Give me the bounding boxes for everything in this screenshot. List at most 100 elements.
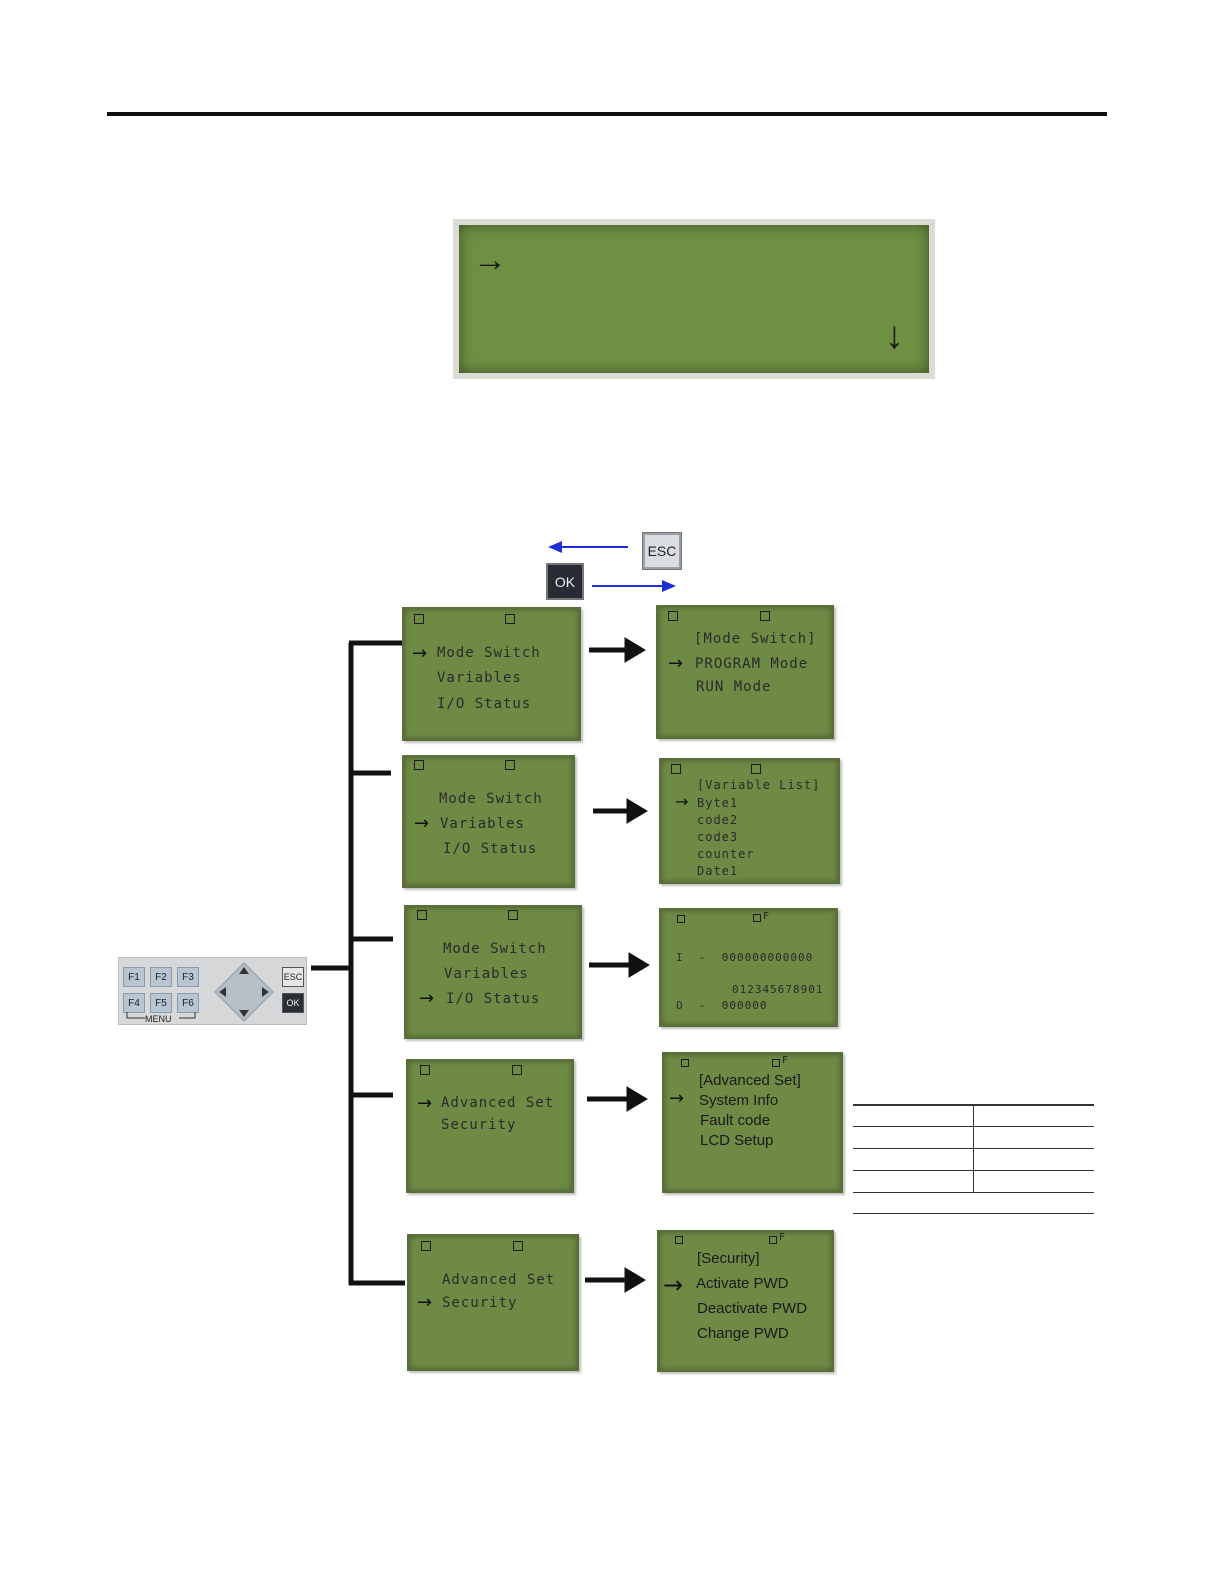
pointer-icon: → [417, 1093, 433, 1114]
menu-item-io-status: I/O Status [437, 696, 532, 712]
menu-item-mode-switch: Mode Switch [439, 791, 543, 807]
menu-item-variables: Variables [437, 670, 522, 686]
ok-button[interactable]: OK [546, 563, 584, 600]
status-indicator-icon [677, 915, 685, 923]
status-indicator-icon [508, 910, 518, 920]
pointer-icon: → [417, 1292, 433, 1313]
right-arrow-icon [262, 987, 269, 997]
esc-label: ESC [647, 543, 677, 559]
option-deactivate-pwd: Deactivate PWD [697, 1300, 808, 1317]
status-indicator-icon [512, 1065, 522, 1075]
status-indicator-icon [414, 760, 424, 770]
status-indicator-icon [753, 914, 761, 922]
f4-label: F4 [128, 997, 140, 1009]
pointer-icon: → [419, 988, 435, 1009]
variable-list-title: [Variable List] [697, 778, 821, 792]
f3-label: F3 [182, 971, 194, 983]
f6-key[interactable]: F6 [177, 993, 199, 1013]
status-indicator-icon [681, 1059, 689, 1067]
menu-item-io-status: I/O Status [446, 991, 541, 1007]
nav-legend-arrows [548, 541, 676, 592]
table-rule [853, 1213, 1094, 1214]
keypad-esc-label: ESC [283, 972, 303, 982]
pointer-icon: → [668, 653, 684, 674]
table-column-divider [973, 1105, 974, 1192]
status-indicator-icon [420, 1065, 430, 1075]
f6-label: F6 [182, 997, 194, 1009]
option-lcd-setup: LCD Setup [700, 1132, 774, 1149]
pointer-icon: → [412, 643, 428, 664]
menu-item-mode-switch: Mode Switch [443, 941, 547, 957]
main-menu-lcd-mode-switch: → Mode Switch Variables I/O Status [402, 607, 581, 741]
status-indicator-icon [417, 910, 427, 920]
status-indicator-icon [505, 614, 515, 624]
f1-key[interactable]: F1 [123, 967, 145, 987]
status-indicator-icon [671, 764, 681, 774]
f5-label: F5 [155, 997, 167, 1009]
status-indicator-icon [668, 611, 678, 621]
left-arrow-icon [219, 987, 226, 997]
f2-key[interactable]: F2 [150, 967, 172, 987]
variable-item: code3 [697, 830, 739, 844]
status-indicator-icon [414, 614, 424, 624]
keypad-esc-key[interactable]: ESC [282, 967, 304, 987]
down-arrow-icon [239, 1010, 249, 1017]
mode-switch-lcd: [Mode Switch] → PROGRAM Mode RUN Mode [656, 605, 834, 739]
main-menu-lcd-variables: Mode Switch → Variables I/O Status [402, 755, 575, 888]
menu-bracket [126, 1012, 196, 1019]
f4-key[interactable]: F4 [123, 993, 145, 1013]
variable-item: code2 [697, 813, 739, 827]
arrow-down-icon: ↓ [885, 315, 904, 357]
input-row: I - 000000000000 [676, 951, 814, 964]
f5-key[interactable]: F5 [150, 993, 172, 1013]
arrow-right-icon: → [473, 241, 507, 279]
lcd-display: → ↓ [459, 225, 929, 373]
flag-label: F [782, 1055, 789, 1066]
option-run-mode: RUN Mode [696, 679, 772, 695]
main-menu-lcd-io-status: Mode Switch Variables → I/O Status [404, 905, 582, 1039]
variable-item: Byte1 [697, 796, 739, 810]
advanced-set-title: [Advanced Set] [699, 1072, 801, 1089]
menu-item-security: Security [441, 1117, 517, 1133]
option-program-mode: PROGRAM Mode [695, 656, 809, 672]
variable-item: Date1 [697, 864, 739, 878]
variable-list-lcd: [Variable List] → Byte1 code2 code3 coun… [659, 758, 840, 884]
status-indicator-icon [769, 1236, 777, 1244]
f3-key[interactable]: F3 [177, 967, 199, 987]
flow-arrows [585, 637, 650, 1293]
keypad: F1 F2 F3 F4 F5 F6 MENU ESC OK [118, 957, 307, 1025]
menu-item-variables: Variables [440, 816, 525, 832]
variable-item: counter [697, 847, 755, 861]
advanced-set-lcd: F [Advanced Set] → System Info Fault cod… [662, 1052, 843, 1193]
main-menu-lcd-security: Advanced Set → Security [407, 1234, 579, 1371]
pointer-icon: → [663, 1271, 684, 1299]
flag-label: F [779, 1232, 786, 1243]
menu-label: MENU [145, 1014, 172, 1024]
option-change-pwd: Change PWD [697, 1325, 789, 1342]
keypad-ok-label: OK [286, 998, 300, 1008]
ok-label: OK [554, 573, 576, 590]
menu-item-advanced-set: Advanced Set [441, 1095, 555, 1111]
esc-button[interactable]: ESC [643, 533, 681, 569]
status-indicator-icon [772, 1059, 780, 1067]
keypad-ok-key[interactable]: OK [282, 993, 304, 1013]
f2-label: F2 [155, 971, 167, 983]
flag-label: F [763, 911, 770, 922]
option-activate-pwd: Activate PWD [696, 1275, 789, 1292]
dpad[interactable] [213, 961, 275, 1023]
menu-item-variables: Variables [444, 966, 529, 982]
up-arrow-icon [239, 967, 249, 974]
option-fault-code: Fault code [700, 1112, 771, 1129]
output-row: O - 000000 [676, 999, 768, 1012]
mode-switch-title: [Mode Switch] [694, 631, 817, 647]
header-rule [107, 112, 1107, 116]
status-indicator-icon [675, 1236, 683, 1244]
pointer-icon: → [669, 1088, 685, 1109]
table-rule [853, 1192, 1094, 1193]
menu-item-io-status: I/O Status [443, 841, 538, 857]
pointer-icon: → [675, 792, 689, 811]
security-title: [Security] [697, 1250, 760, 1267]
option-system-info: System Info [699, 1092, 779, 1109]
security-lcd: F [Security] → Activate PWD Deactivate P… [657, 1230, 834, 1372]
io-status-lcd: F I - 000000000000 012345678901 O - 0000… [659, 908, 838, 1027]
